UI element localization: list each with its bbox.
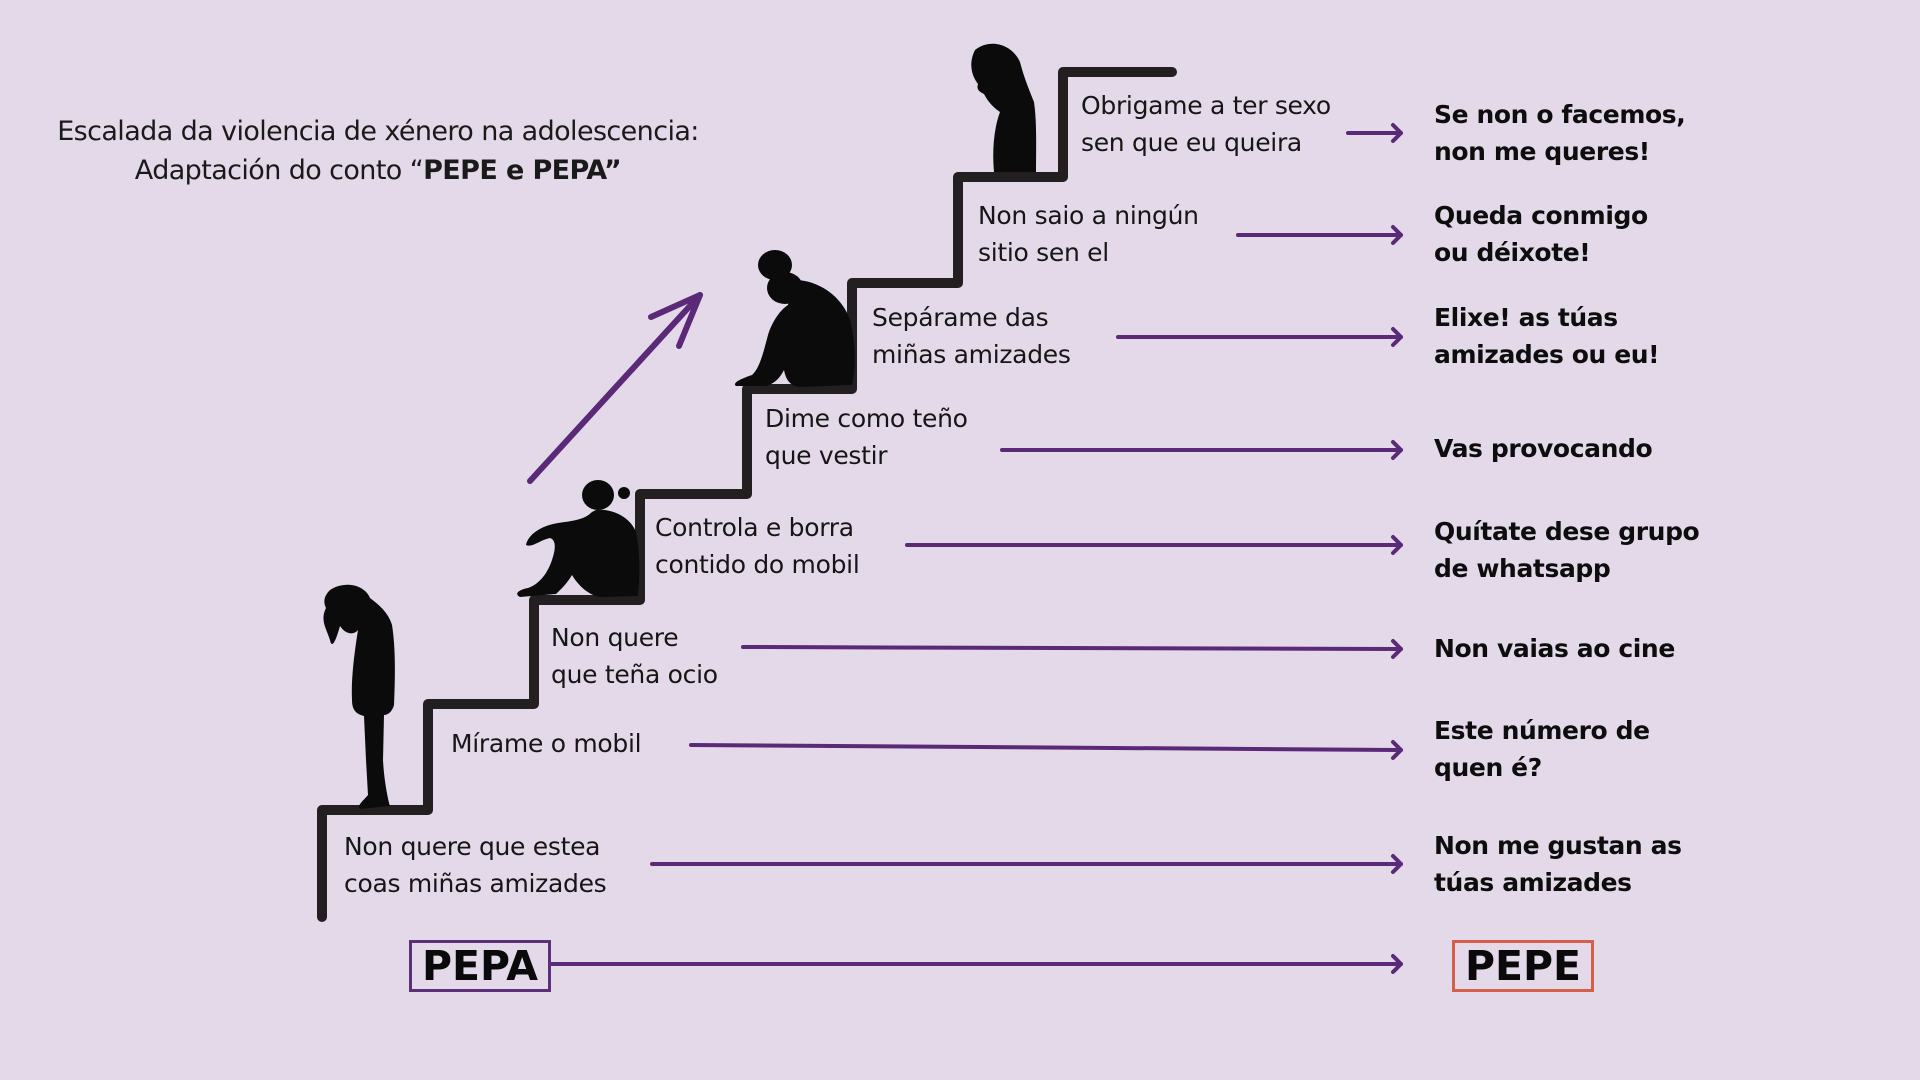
arrow-right-icon bbox=[905, 535, 1403, 555]
pepa-step-7: Non saio a ningún sitio sen el bbox=[978, 197, 1199, 271]
pepe-reply-7: Queda conmigo ou déixote! bbox=[1434, 197, 1648, 271]
label-line: sen que eu queira bbox=[1081, 128, 1302, 157]
title-story-name: PEPE e PEPA bbox=[423, 155, 605, 186]
pepe-reply-6: Elixe! as túas amizades ou eu! bbox=[1434, 299, 1660, 373]
arrow-right-icon bbox=[689, 740, 1403, 760]
label-line: que teña ocio bbox=[551, 660, 718, 689]
pepa-step-6: Sepárame das miñas amizades bbox=[872, 299, 1071, 373]
staircase bbox=[317, 67, 1177, 922]
label-line: Controla e borra bbox=[655, 513, 854, 542]
reply-line: Este número de bbox=[1434, 716, 1650, 745]
step-arrows bbox=[550, 123, 1403, 974]
reply-line: túas amizades bbox=[1434, 868, 1632, 897]
arrow-right-icon bbox=[1116, 327, 1403, 347]
title-line-1: Escalada da violencia de xénero na adole… bbox=[57, 116, 699, 147]
sitting-girl-head-on-knees-icon bbox=[734, 250, 855, 387]
pepe-name-box: PEPE bbox=[1452, 940, 1594, 992]
pepe-reply-2: Este número de quen é? bbox=[1434, 712, 1650, 786]
reply-line: Elixe! as túas bbox=[1434, 303, 1618, 332]
label-line: Non quere bbox=[551, 623, 679, 652]
label-line: Mírame o mobil bbox=[451, 729, 642, 758]
label-line: Non quere que estea bbox=[344, 832, 601, 861]
label-line: Non saio a ningún bbox=[978, 201, 1199, 230]
reply-line: quen é? bbox=[1434, 753, 1542, 782]
pepa-step-4: Controla e borra contido do mobil bbox=[655, 509, 860, 583]
reply-line: non me queres! bbox=[1434, 137, 1650, 166]
arrow-right-icon bbox=[741, 639, 1403, 659]
pepa-step-1: Non quere que estea coas miñas amizades bbox=[344, 828, 607, 902]
arrow-up-right-icon bbox=[527, 292, 703, 484]
label-line: coas miñas amizades bbox=[344, 869, 607, 898]
standing-girl-head-down-icon bbox=[323, 584, 395, 809]
pepa-step-3: Non quere que teña ocio bbox=[551, 619, 718, 693]
reply-line: ou déixote! bbox=[1434, 238, 1591, 267]
pepa-step-5: Dime como teño que vestir bbox=[765, 400, 968, 474]
standing-girl-head-bowed-icon bbox=[971, 43, 1037, 172]
reply-line: de whatsapp bbox=[1434, 554, 1611, 583]
pepa-name-box: PEPA bbox=[409, 940, 551, 992]
title-line-2: Adaptación do conto “PEPE e PEPA” bbox=[40, 151, 716, 190]
page-title: Escalada da violencia de xénero na adole… bbox=[40, 112, 716, 190]
pepe-reply-8: Se non o facemos, non me queres! bbox=[1434, 96, 1686, 170]
title-prefix: Adaptación do conto “ bbox=[134, 155, 424, 186]
arrow-right-icon bbox=[550, 954, 1403, 974]
label-line: miñas amizades bbox=[872, 340, 1071, 369]
label-line: que vestir bbox=[765, 441, 888, 470]
reply-line: Non vaias ao cine bbox=[1434, 634, 1675, 663]
label-line: Obrigame a ter sexo bbox=[1081, 91, 1331, 120]
arrow-right-icon bbox=[1000, 440, 1403, 460]
sitting-girl-hugging-knees-icon bbox=[517, 480, 640, 597]
arrow-right-icon bbox=[1346, 123, 1403, 143]
reply-line: amizades ou eu! bbox=[1434, 340, 1660, 369]
reply-line: Queda conmigo bbox=[1434, 201, 1648, 230]
pepe-reply-3: Non vaias ao cine bbox=[1434, 630, 1675, 667]
label-line: contido do mobil bbox=[655, 550, 860, 579]
pepe-reply-4: Quítate dese grupo de whatsapp bbox=[1434, 513, 1700, 587]
reply-line: Non me gustan as bbox=[1434, 831, 1682, 860]
reply-line: Vas provocando bbox=[1434, 434, 1653, 463]
reply-line: Se non o facemos, bbox=[1434, 100, 1686, 129]
pepe-reply-1: Non me gustan as túas amizades bbox=[1434, 827, 1682, 901]
pepa-step-8: Obrigame a ter sexo sen que eu queira bbox=[1081, 87, 1331, 161]
pepa-step-2: Mírame o mobil bbox=[451, 725, 642, 762]
pepe-reply-5: Vas provocando bbox=[1434, 430, 1653, 467]
label-line: sitio sen el bbox=[978, 238, 1109, 267]
arrow-right-icon bbox=[1236, 225, 1403, 245]
label-line: Sepárame das bbox=[872, 303, 1049, 332]
arrow-right-icon bbox=[650, 854, 1403, 874]
reply-line: Quítate dese grupo bbox=[1434, 517, 1700, 546]
title-quote-close: ” bbox=[604, 155, 622, 186]
label-line: Dime como teño bbox=[765, 404, 968, 433]
